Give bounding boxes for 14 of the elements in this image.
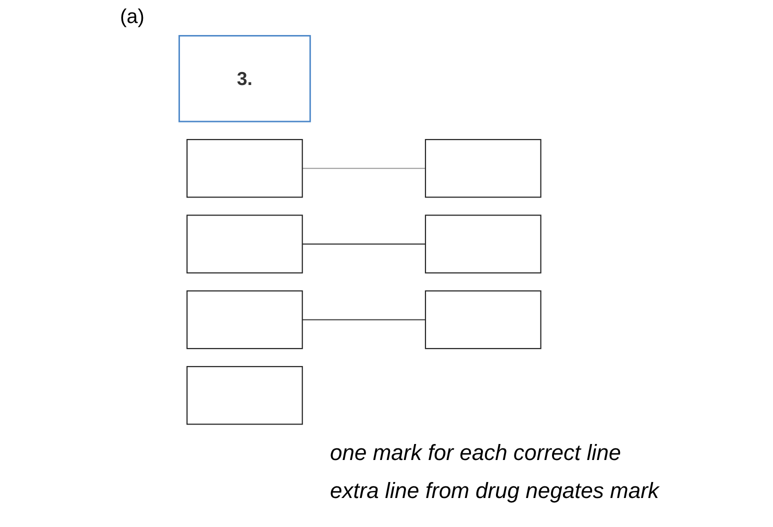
node-box	[186, 214, 303, 274]
node-box	[424, 139, 542, 198]
marking-note: extra line from drug negates mark	[330, 478, 659, 504]
part-label: (a)	[120, 6, 144, 29]
node-box	[424, 214, 542, 274]
node-box	[186, 366, 303, 425]
node-box	[186, 290, 303, 350]
marking-note: one mark for each correct line	[330, 440, 622, 466]
node-box: 3.	[178, 35, 311, 122]
node-box	[424, 290, 542, 350]
node-box	[186, 139, 303, 198]
connector	[302, 319, 426, 320]
connector	[302, 168, 426, 169]
connector	[302, 244, 426, 245]
